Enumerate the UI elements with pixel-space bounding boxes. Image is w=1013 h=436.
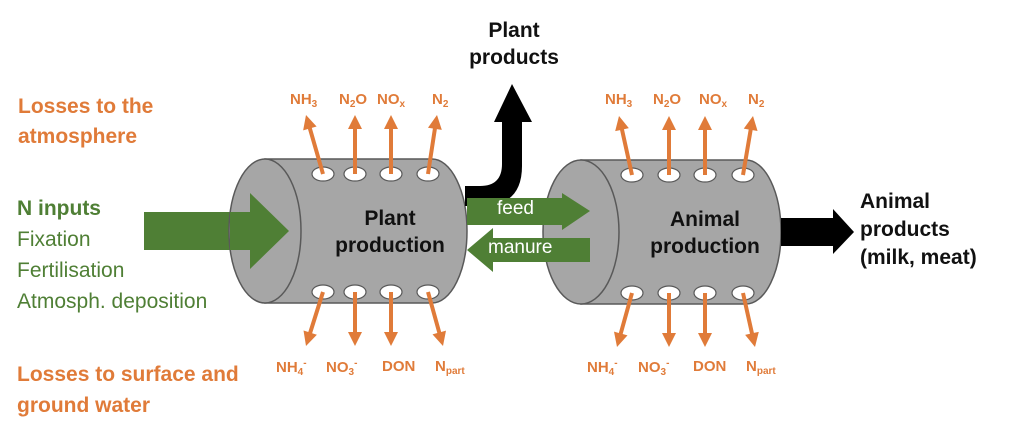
- animal-production-cylinder: [542, 159, 782, 305]
- plant-products-label: Plant products: [462, 17, 566, 71]
- manure-arrow: [467, 228, 590, 272]
- n-input-deposition: Atmosph. deposition: [17, 290, 208, 313]
- animal-air-emission-label: NOx: [699, 91, 728, 110]
- animal-air-emission-arrow: [615, 116, 634, 176]
- animal-air-emission-arrow: [662, 116, 676, 175]
- plant-water-emission-arrow: [303, 291, 325, 346]
- plant-production-label: Plant production: [320, 205, 460, 260]
- animal-air-emission-arrow: [741, 116, 758, 176]
- n-input-fixation: Fixation: [17, 228, 91, 251]
- water-losses-line-1: Losses to surface and: [17, 363, 239, 386]
- plant-air-emission-arrow: [384, 115, 398, 174]
- feed-label: feed: [497, 198, 534, 219]
- plant-air-emission-arrow: [426, 115, 442, 175]
- animal-production-label: Animal production: [630, 206, 780, 261]
- n-inputs-block: N inputs Fixation Fertilisation Atmosph.…: [17, 193, 207, 317]
- animal-water-emission-label: Npart: [746, 358, 776, 377]
- animal-air-emission-label: NH3: [605, 91, 633, 110]
- plant-water-emission-label: NH4-: [276, 358, 307, 378]
- plant-water-emission-arrow: [384, 292, 398, 346]
- animal-products-arrow: [781, 209, 854, 254]
- plant-water-emission-label: DON: [382, 358, 416, 375]
- plant-water-emission-arrow: [348, 292, 362, 346]
- plant-production-line-2: production: [335, 234, 445, 258]
- plant-air-emission-label: N2: [432, 91, 449, 110]
- plant-water-emission-arrow: [426, 291, 446, 346]
- water-losses-line-2: ground water: [17, 394, 151, 417]
- plant-air-emission-arrow: [348, 115, 362, 174]
- animal-production-line-2: production: [650, 235, 760, 259]
- plant-production-line-1: Plant: [364, 207, 416, 230]
- animal-water-emission-label: NH4-: [587, 358, 618, 378]
- plant-products-arrow: [465, 84, 532, 206]
- atmosphere-losses-line-2: atmosphere: [18, 125, 138, 148]
- water-losses-label: Losses to surface and ground water: [17, 359, 239, 421]
- atmosphere-losses-label: Losses to the atmosphere: [18, 92, 153, 152]
- feed-arrow: [467, 193, 590, 230]
- plant-products-line-1: Plant: [488, 19, 540, 42]
- plant-products-line-2: products: [469, 46, 559, 69]
- animal-air-emission-label: N2: [748, 91, 765, 110]
- animal-products-label: Animal products (milk, meat): [860, 188, 977, 272]
- animal-air-emission-label: N2O: [653, 91, 682, 110]
- animal-water-emission-label: DON: [693, 358, 727, 375]
- plant-air-emission-label: N2O: [339, 91, 368, 110]
- n-inputs-title: N inputs: [17, 197, 101, 220]
- plant-water-emission-label: Npart: [435, 358, 465, 377]
- animal-cylinder-front-face: [542, 159, 620, 305]
- plant-air-emission-label: NH3: [290, 91, 318, 110]
- manure-label: manure: [488, 237, 553, 258]
- animal-water-emission-arrow: [741, 292, 759, 347]
- n-input-fertilisation: Fertilisation: [17, 259, 125, 282]
- animal-products-line-3: (milk, meat): [860, 246, 977, 269]
- plant-air-emission-arrow: [303, 115, 325, 175]
- animal-water-emission-arrow: [614, 292, 634, 347]
- animal-water-emission-arrow: [698, 293, 712, 347]
- plant-production-cylinder: [228, 158, 468, 304]
- animal-water-emission-label: NO3-: [638, 358, 670, 378]
- plant-water-emission-label: NO3-: [326, 358, 358, 378]
- animal-products-line-1: Animal: [860, 190, 931, 213]
- animal-products-line-2: products: [860, 218, 950, 241]
- animal-water-emission-arrow: [662, 293, 676, 347]
- atmosphere-losses-line-1: Losses to the: [18, 95, 154, 118]
- animal-production-line-1: Animal: [669, 208, 740, 231]
- animal-air-emission-arrow: [698, 116, 712, 175]
- plant-air-emission-label: NOx: [377, 91, 406, 110]
